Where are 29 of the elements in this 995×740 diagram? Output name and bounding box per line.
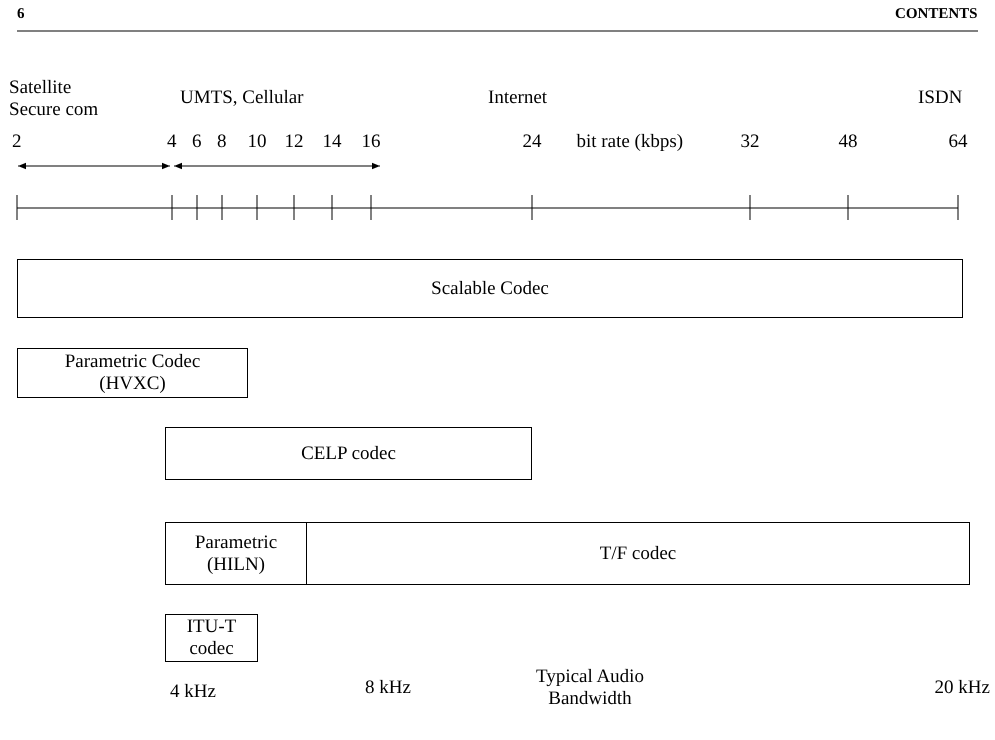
page-number: 6 <box>17 5 24 24</box>
tick-label: 2 <box>12 131 22 153</box>
codec-box: CELP codec <box>165 427 532 480</box>
application-label: ISDN <box>918 87 962 109</box>
tick-label: 14 <box>322 131 342 153</box>
tick-label: 48 <box>838 131 858 153</box>
bandwidth-label: 4 kHz <box>170 681 216 703</box>
tick-label: 16 <box>362 131 380 153</box>
tick-label: 24 <box>522 131 542 153</box>
application-label: UMTS, Cellular <box>180 87 304 109</box>
application-label: Satellite Secure com <box>9 77 100 121</box>
codec-box: T/F codec <box>306 522 970 585</box>
bandwidth-label: 8 kHz <box>365 677 411 699</box>
tick-label: 4 <box>167 131 176 153</box>
codec-box: Parametric (HILN) <box>165 522 307 585</box>
tick-label: 64 <box>948 131 968 153</box>
codec-box: Parametric Codec (HVXC) <box>17 348 248 398</box>
tick-label: 6 <box>192 131 202 153</box>
bandwidth-label: 20 kHz <box>934 677 990 699</box>
tick-label: 10 <box>248 131 266 153</box>
codec-box: ITU-T codec <box>165 614 258 662</box>
application-label: Internet <box>488 87 548 109</box>
axis-title: bit rate (kbps) <box>576 131 684 153</box>
running-header: CONTENTS <box>895 5 978 24</box>
codec-box: Scalable Codec <box>17 259 963 318</box>
tick-label: 12 <box>284 131 304 153</box>
tick-label: 8 <box>217 131 226 153</box>
tick-label: 32 <box>740 131 760 153</box>
axis-title: Typical Audio Bandwidth <box>535 666 645 710</box>
